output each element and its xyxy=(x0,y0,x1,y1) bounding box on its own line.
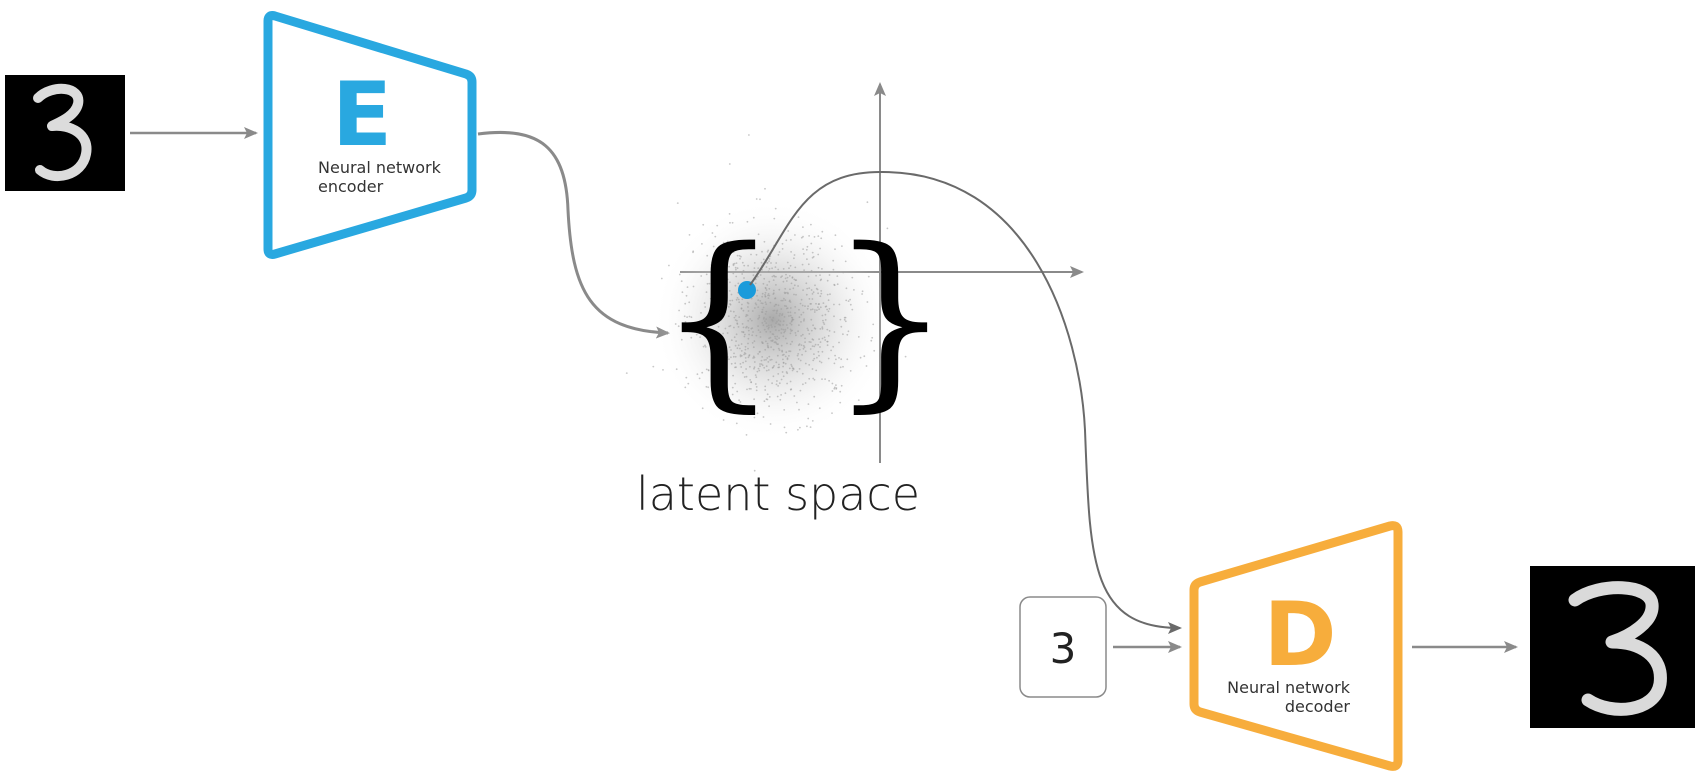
arrow-latent-to-decoder xyxy=(749,170,1182,634)
decoder-label-line1: Neural network xyxy=(1227,678,1351,697)
latent-brace-close: } xyxy=(830,208,951,429)
arrow-encoder-to-latent xyxy=(477,130,670,339)
decoder-letter: D xyxy=(1263,583,1336,686)
input-digit-image: 3 xyxy=(5,75,125,191)
latent-brace-open: { xyxy=(658,208,779,429)
condition-value: 3 xyxy=(1050,624,1077,673)
encoder-label-line2: encoder xyxy=(318,177,384,196)
condition-box: 3 xyxy=(1019,596,1107,698)
encoder-block: E Neural network encoder xyxy=(263,11,477,259)
latent-sample-point xyxy=(738,281,756,299)
encoder-label-line1: Neural network xyxy=(318,158,442,177)
decoder-label-line2: decoder xyxy=(1285,697,1351,716)
output-digit-image: 3 xyxy=(1530,566,1695,728)
decoder-block: D Neural network decoder xyxy=(1189,521,1403,771)
latent-space-label: latent space xyxy=(636,467,920,521)
encoder-letter: E xyxy=(332,63,392,166)
latent-distribution-cloud xyxy=(625,134,907,472)
